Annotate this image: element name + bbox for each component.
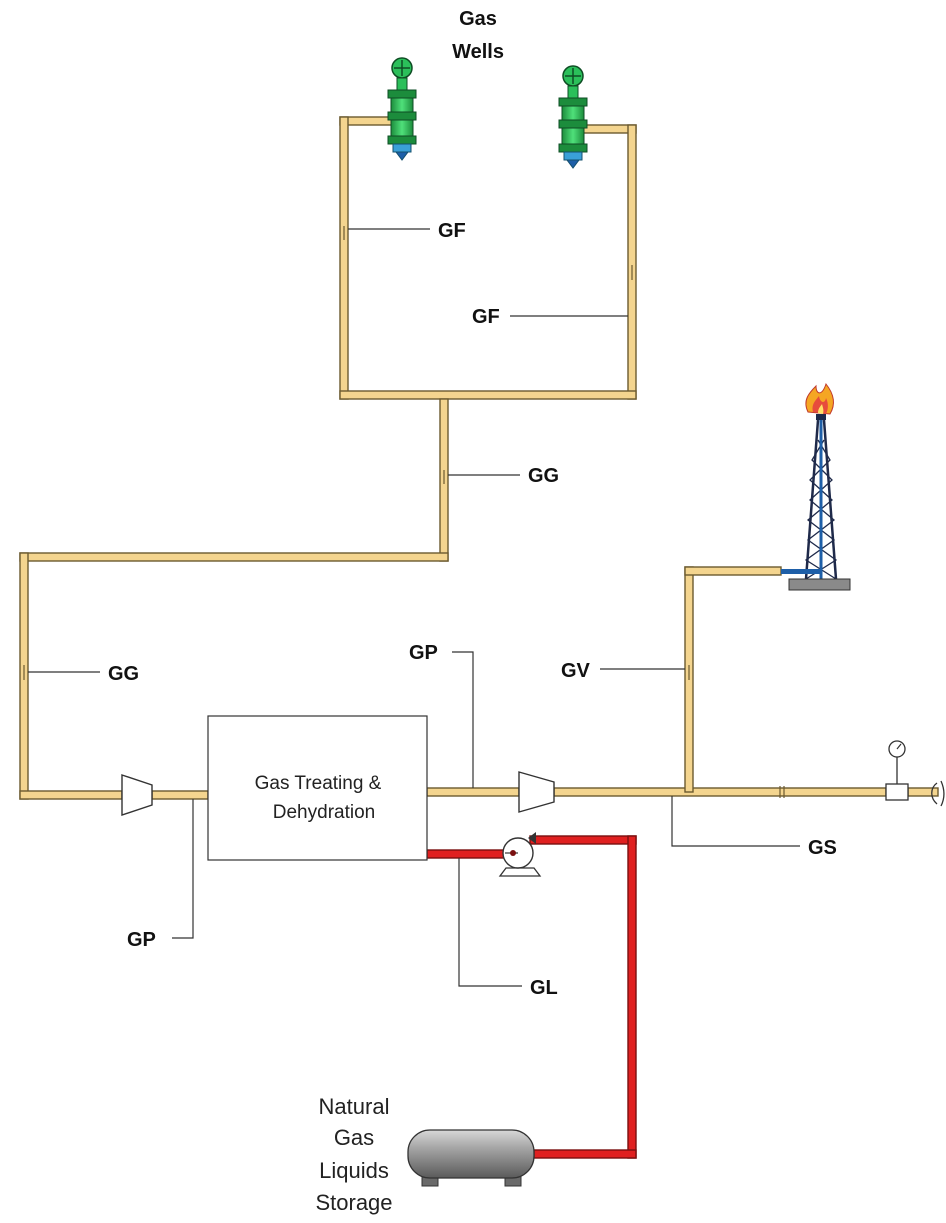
pipe-gs-sales (553, 787, 887, 797)
compressor-icon (518, 771, 555, 813)
label-gf-left: GF (438, 220, 466, 242)
gas-well-icon (558, 65, 588, 169)
label-gv: GV (561, 660, 591, 682)
storage-tank-icon (407, 1129, 535, 1187)
label-gp-top: GP (409, 642, 438, 664)
flare-stack-icon (781, 382, 851, 591)
pipe-gf-left-vertical (339, 116, 349, 400)
pipe-gl-to-storage (533, 1149, 637, 1159)
gas-piping (19, 116, 939, 800)
leader-gp-top (452, 651, 474, 788)
pipe-gs-after-gauge (907, 787, 939, 797)
leader-gs (671, 796, 800, 847)
label-gs: GS (808, 837, 837, 859)
treating-label-line1: Gas Treating & (255, 773, 382, 794)
label-gg-left: GG (108, 663, 139, 685)
pressure-gauge-icon (885, 740, 945, 807)
storage-label-line1: Natural (319, 1094, 390, 1119)
pipe-gp-from-treating (426, 787, 520, 797)
storage-label-line4: Storage (315, 1190, 392, 1215)
gas-wells-title-line1: Gas (459, 8, 497, 30)
gas-wells-title-line2: Wells (452, 41, 504, 63)
treating-label-line2: Dehydration (273, 802, 375, 823)
storage-label-line3: Liquids (319, 1158, 389, 1183)
label-gp-bottom: GP (127, 929, 156, 951)
pipe-gp-to-treating (151, 790, 209, 800)
pipe-gf-right-vertical (627, 124, 637, 400)
gas-well-icon (387, 57, 417, 161)
storage-label-line2: Gas (334, 1125, 374, 1150)
compressor-icon (121, 774, 153, 816)
pipe-gl-from-pump (529, 835, 637, 845)
pump-icon (498, 832, 542, 877)
label-gf-right: GF (472, 306, 500, 328)
liquid-piping (426, 835, 637, 1159)
pipe-gl-to-pump (426, 849, 508, 859)
leader-gl (458, 858, 522, 987)
label-gg-upper: GG (528, 465, 559, 487)
leader-gp-bottom (172, 799, 194, 939)
pipe-to-compressor-1 (19, 790, 123, 800)
pipe-gv-horizontal (684, 566, 782, 576)
pipe-gg-horizontal (19, 552, 449, 562)
pipe-gf-bottom-header (339, 390, 637, 400)
label-gl: GL (530, 977, 558, 999)
pipe-gl-vertical (627, 835, 637, 1159)
gas-treating-dehydration-unit (207, 715, 428, 861)
